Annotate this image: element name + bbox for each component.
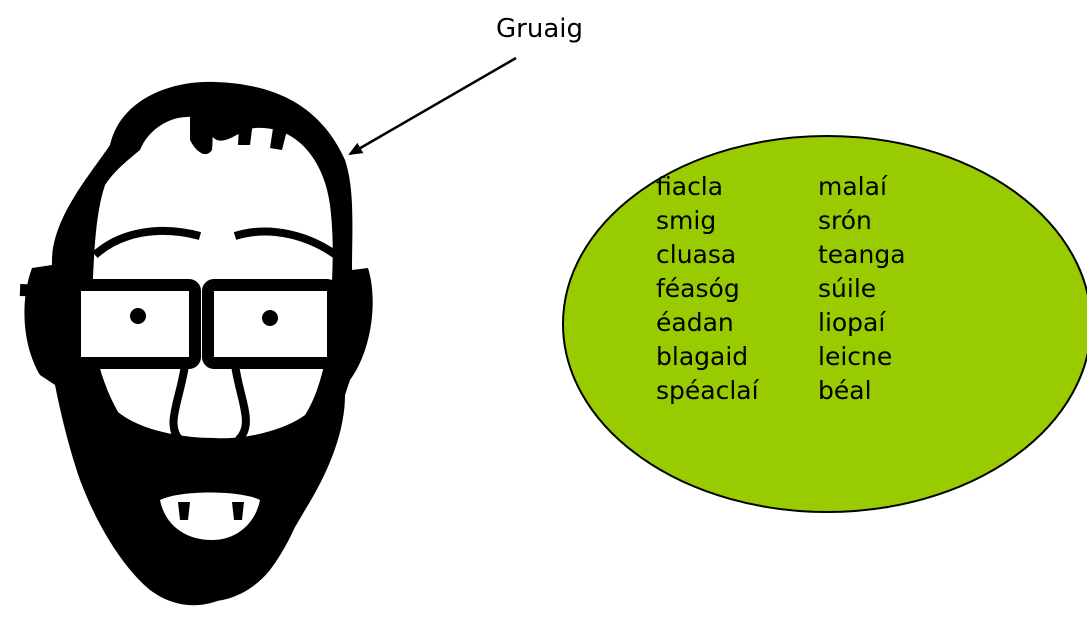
word-item: leicne [818, 342, 893, 371]
glasses-temple-left [19, 284, 76, 298]
word-item: teanga [818, 240, 906, 269]
face-skin [91, 116, 333, 439]
pointer-arrow [348, 56, 517, 156]
nose [169, 364, 250, 443]
word-item: éadan [656, 308, 734, 337]
glasses-lens-left [69, 279, 201, 369]
word-item: malaí [818, 172, 887, 201]
word-list-left: fiacla smig cluasa féasóg éadan blagaid … [656, 170, 759, 408]
word-item: féasóg [656, 274, 740, 303]
hair-streaks [190, 106, 290, 155]
word-item: fiacla [656, 172, 724, 201]
eyebrow-left [92, 226, 202, 259]
word-item: súile [818, 274, 877, 303]
pointer-label: Gruaig [496, 14, 583, 44]
vocabulary-ellipse [562, 135, 1087, 513]
word-item: srón [818, 206, 872, 235]
eye-left [130, 308, 146, 324]
word-list-right: malaí srón teanga súile liopaí leicne bé… [818, 170, 906, 408]
teeth [178, 502, 244, 520]
glasses-temple-right [332, 284, 366, 298]
word-item: cluasa [656, 240, 737, 269]
eyebrow-right [233, 227, 343, 262]
word-item: spéaclaí [656, 376, 759, 405]
face-illustration [19, 81, 373, 606]
word-item: liopaí [818, 308, 886, 337]
word-item: béal [818, 376, 872, 405]
word-item: smig [656, 206, 717, 235]
word-item: blagaid [656, 342, 749, 371]
eye-right [262, 310, 278, 326]
